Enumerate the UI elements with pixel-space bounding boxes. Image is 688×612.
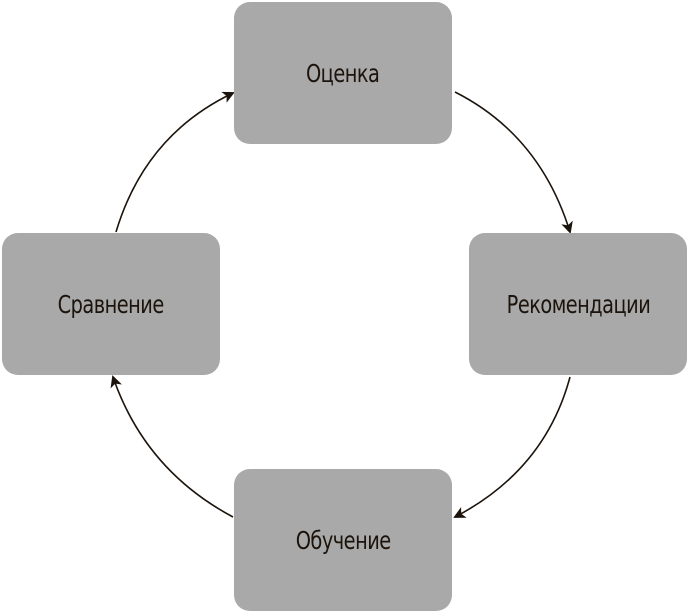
arrow-top-to-right [454,91,573,234]
arrow-bottom-to-left [110,375,234,518]
node-training-label: Обучение [295,525,391,555]
node-recommendations: Рекомендации [469,233,687,375]
node-comparison-label: Сравнение [57,289,165,319]
node-training: Обучение [234,469,452,611]
arrow-left-to-top [115,91,235,233]
node-comparison: Сравнение [2,233,220,375]
node-evaluation-label: Оценка [306,58,380,88]
arrow-right-to-bottom [453,376,571,518]
node-recommendations-label: Рекомендации [506,289,650,319]
node-evaluation: Оценка [234,2,452,144]
